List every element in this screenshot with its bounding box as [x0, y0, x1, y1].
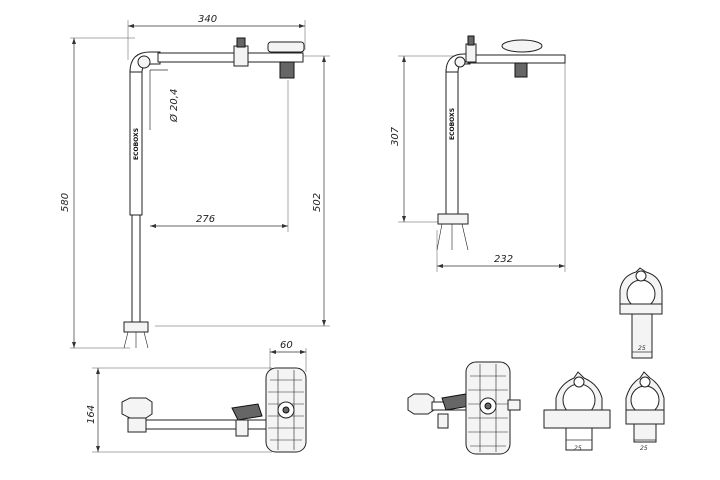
dim-502: 502 [312, 193, 323, 212]
dim-25-b: 25 [574, 445, 582, 452]
clamp-screw-icon [236, 37, 246, 48]
side-arm [467, 54, 566, 64]
side-clamp-screw-icon [467, 35, 475, 46]
arm-clamp [233, 45, 249, 67]
plan-bracket [121, 397, 153, 419]
plan-view: 60 164 [86, 340, 307, 453]
dim-164: 164 [86, 405, 97, 424]
side-pole [445, 69, 459, 217]
dim-307: 307 [390, 126, 401, 146]
dim-25-a: 25 [638, 345, 646, 352]
brand-label: ECOBOXS [133, 128, 140, 160]
front-view: 340 580 502 276 Ø 20,4 ECOBOXS [60, 14, 330, 349]
plan-arm [139, 419, 273, 430]
small-clamp-block [437, 413, 449, 429]
clamp-detail-a: 25 [619, 267, 663, 359]
plan-bracket-lower [127, 417, 147, 433]
dim-340: 340 [198, 14, 217, 25]
side-mirror-head [501, 39, 543, 53]
plan-view-small [407, 361, 521, 455]
side-base [437, 213, 469, 225]
dim-diameter: Ø 20,4 [168, 89, 180, 123]
head-thread [279, 61, 295, 79]
plan-clamp [231, 403, 263, 421]
clamp-detail-b: 25 [543, 371, 611, 452]
side-head-thread [514, 62, 528, 78]
pole-lower [131, 214, 141, 326]
dim-232: 232 [494, 254, 513, 265]
plan-clamp-block [235, 419, 249, 437]
small-mirror-mount [507, 399, 521, 411]
base-clamp [123, 321, 149, 333]
dim-25-c: 25 [640, 445, 648, 452]
arm [157, 52, 304, 63]
elbow-knob [137, 55, 151, 69]
side-clamp [465, 43, 477, 63]
dim-276: 276 [196, 214, 215, 225]
dim-580: 580 [60, 193, 71, 212]
brand-label-side: ECOBOXS [449, 108, 456, 140]
dim-60: 60 [280, 340, 293, 351]
mirror-head [267, 41, 305, 53]
side-elbow-knob [454, 56, 466, 68]
small-bracket [407, 393, 435, 415]
clamp-detail-c: 25 [625, 371, 665, 452]
side-view: 307 232 ECOBOXS [390, 35, 566, 272]
